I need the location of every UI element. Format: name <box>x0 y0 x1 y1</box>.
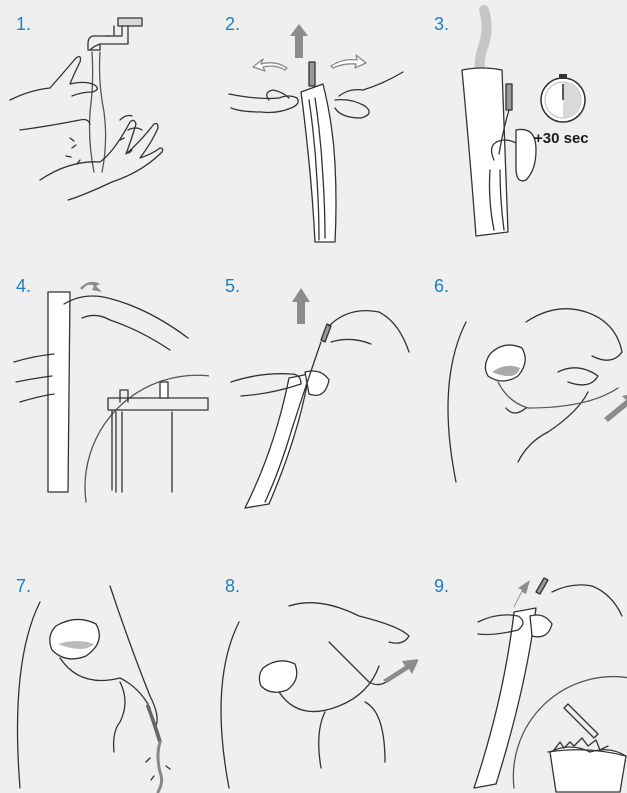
drain-urine-illustration <box>0 562 209 793</box>
insert-catheter-illustration <box>418 262 627 512</box>
step-7-panel: 7. <box>0 562 209 793</box>
dispose-catheter-illustration <box>418 562 627 793</box>
step-8-panel: 8. <box>209 562 418 793</box>
timer-label: +30 sec <box>534 130 589 147</box>
pull-catheter-illustration <box>209 262 418 512</box>
step-1-panel: 1. <box>0 0 209 250</box>
open-package-illustration <box>209 0 418 250</box>
withdraw-catheter-illustration <box>209 562 418 793</box>
hang-package-illustration <box>0 262 209 512</box>
step-2-panel: 2. <box>209 0 418 250</box>
step-4-panel: 4. <box>0 262 209 512</box>
step-9-panel: 9. <box>418 562 627 793</box>
stopwatch-icon <box>418 0 627 250</box>
step-5-panel: 5. <box>209 262 418 512</box>
step-3-panel: 3. +30 sec <box>418 0 627 250</box>
step-6-panel: 6. <box>418 262 627 512</box>
wash-hands-illustration <box>0 0 209 250</box>
